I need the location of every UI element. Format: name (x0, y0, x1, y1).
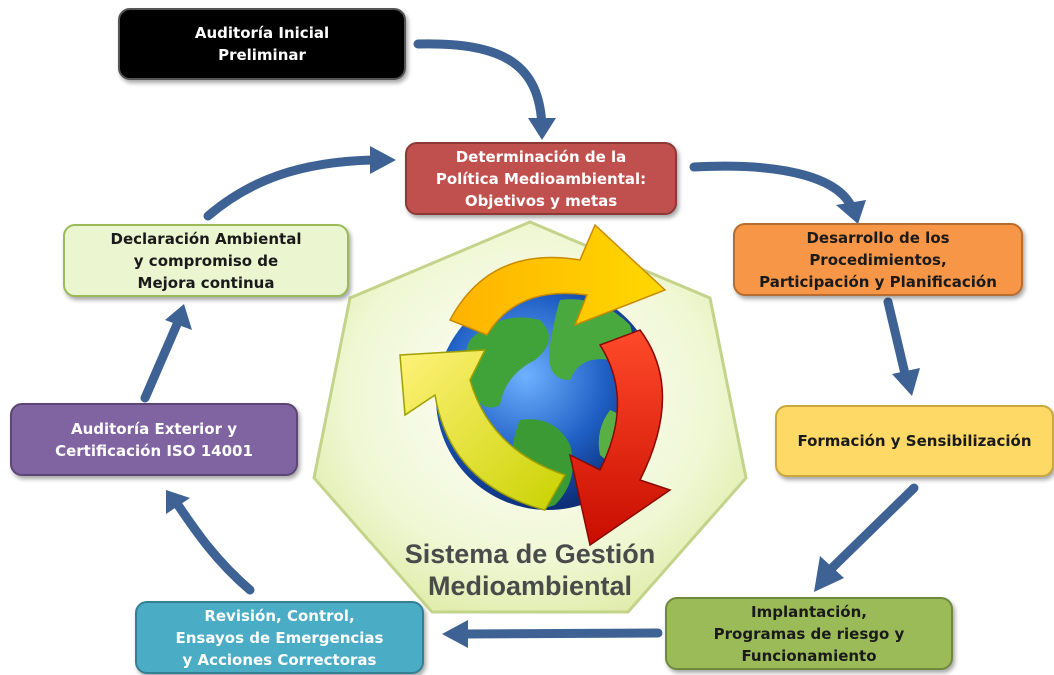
step-label: Participación y Planificación (759, 272, 997, 291)
step-procedures-development: Desarrollo de los Procedimientos, Partic… (733, 223, 1023, 296)
center-title: Sistema de Gestión Medioambiental (380, 538, 680, 602)
center-title-line: Medioambiental (427, 571, 633, 601)
step-review-control: Revisión, Control, Ensayos de Emergencia… (135, 601, 424, 674)
globe-recycle-icon (399, 223, 672, 547)
step-label: y compromiso de (133, 251, 279, 270)
step-label: Mejora continua (137, 273, 275, 292)
step-label: Preliminar (218, 46, 306, 64)
step-label: Programas de riesgo y (713, 624, 905, 643)
step-label: y Acciones Correctoras (182, 650, 377, 669)
step-label: Declaración Ambiental (110, 229, 302, 248)
step-training-awareness: Formación y Sensibilización (775, 405, 1054, 477)
step-label: Política Medioambiental: (435, 169, 647, 188)
step-label: Desarrollo de los (806, 228, 950, 247)
arrow-proc-to-form (883, 297, 911, 383)
step-label: Funcionamiento (741, 646, 877, 665)
step-label: Formación y Sensibilización (797, 432, 1032, 450)
step-environmental-declaration: Declaración Ambiental y compromiso de Me… (63, 224, 349, 297)
step-label: Procedimientos, (809, 250, 947, 269)
arrow-ext-to-decl (140, 317, 183, 403)
step-environmental-policy: Determinación de la Política Medioambien… (405, 142, 677, 215)
arrow-impl-to-rev (461, 628, 663, 639)
arrow-form-to-impl (827, 483, 919, 573)
step-label: Implantación, (751, 602, 867, 621)
center-title-line: Sistema de Gestión (404, 539, 656, 569)
arrow-policy-to-proc (689, 161, 857, 213)
step-label: Ensayos de Emergencias (175, 628, 384, 647)
arrow-decl-to-policy (203, 155, 377, 221)
step-label: Auditoría Inicial (194, 24, 330, 42)
step-label: Objetivos y metas (464, 191, 618, 210)
step-label: Certificación ISO 14001 (55, 441, 253, 460)
step-label: Determinación de la (455, 147, 627, 166)
step-label: Revisión, Control, (204, 606, 355, 625)
arrow-rev-to-ext (173, 500, 255, 595)
step-label: Auditoría Exterior y (70, 419, 238, 438)
step-external-audit: Auditoría Exterior y Certificación ISO 1… (10, 403, 298, 476)
step-implementation: Implantación, Programas de riesgo y Func… (665, 597, 953, 670)
arrow-audit-to-policy (413, 39, 547, 133)
step-initial-audit: Auditoría Inicial Preliminar (118, 8, 406, 80)
